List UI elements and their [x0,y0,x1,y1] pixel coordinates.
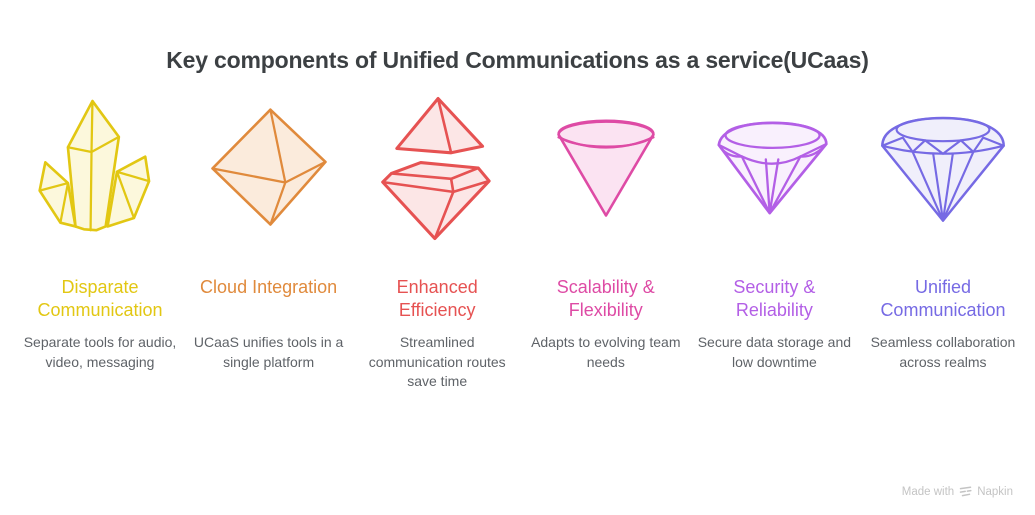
page-title: Key components of Unified Communications… [166,47,869,73]
component-unified-communication: Unified Communication Seamless collabora… [863,86,1023,392]
watermark-brand: Napkin [977,485,1013,498]
component-enhanced-efficiency: Enhanced Efficiency Streamlined communic… [357,86,517,392]
icon-area [876,86,1010,250]
napkin-logo-icon [959,486,972,497]
component-description: Streamlined communication routes save ti… [368,334,506,389]
component-description: Separate tools for audio, video, messagi… [23,334,177,370]
crystal-cluster-icon [38,99,151,232]
crown-diamond-icon [717,121,829,215]
component-title: Cloud Integration [200,277,338,297]
component-scalability-flexibility: Scalability & Flexibility Adapts to evol… [526,86,686,392]
component-disparate-communication: Disparate Communication Separate tools f… [20,86,180,392]
component-cloud-integration: Cloud Integration UCaaS unifies tools in… [189,86,349,392]
octahedron-icon [210,108,327,226]
icon-area [34,86,166,250]
component-title: Enhanced Efficiency [396,277,478,320]
napkin-watermark: Made with Napkin [902,485,1013,498]
component-description: Adapts to evolving team needs [531,334,681,370]
component-description: UCaaS unifies tools in a single platform [193,334,344,370]
cone-diamond-icon [557,118,655,217]
icon-area [714,86,834,250]
component-title: Disparate Communication [37,277,163,320]
component-title: Security & Reliability [733,277,816,320]
component-description: Secure data storage and low downtime [697,334,852,370]
icon-area [550,86,662,250]
component-security-reliability: Security & Reliability Secure data stora… [694,86,854,392]
brilliant-diamond-icon [881,116,1005,222]
components-row: Disparate Communication Separate tools f… [0,86,1035,392]
component-title: Unified Communication [880,277,1006,320]
component-title: Scalability & Flexibility [556,277,655,320]
icon-area [375,86,499,250]
watermark-prefix: Made with [901,485,955,498]
component-description: Seamless collaboration across realms [870,334,1016,370]
split-diamond-icon [381,96,491,241]
icon-area [206,86,332,250]
